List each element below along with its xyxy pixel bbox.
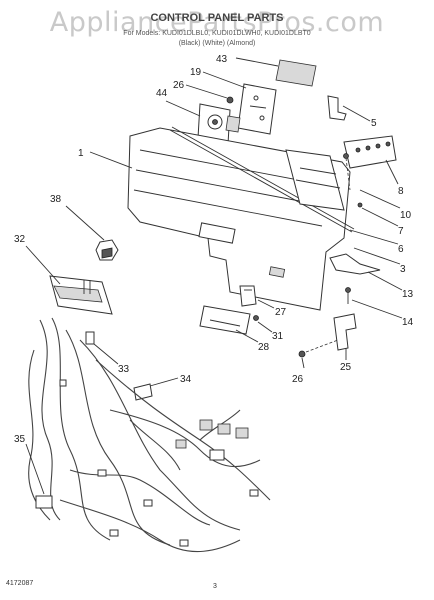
callout-19: 19 <box>190 67 202 78</box>
callout-32: 32 <box>14 234 26 245</box>
footer-page-number: 3 <box>213 583 217 590</box>
part-26-screw-lower <box>298 350 306 358</box>
callout-1: 1 <box>78 148 84 159</box>
callout-7: 7 <box>398 226 404 237</box>
callout-38: 38 <box>50 194 62 205</box>
part-19-bracket <box>237 83 277 135</box>
part-26-screw-upper <box>226 96 234 104</box>
part-14-screw <box>345 287 351 304</box>
part-34-clip <box>133 383 153 401</box>
part-44-timer <box>197 103 241 145</box>
callout-3: 3 <box>400 264 406 275</box>
callout-25: 25 <box>340 362 352 373</box>
watermark: AppliancePartsPros.com <box>50 7 384 38</box>
color-list: (Black) (White) (Almond) <box>179 40 256 47</box>
part-25-bracket <box>333 313 357 351</box>
diagram-title: CONTROL PANEL PARTS <box>150 12 283 24</box>
callout-6: 6 <box>398 244 404 255</box>
part-31-screw <box>253 315 259 321</box>
callout-13: 13 <box>402 289 414 300</box>
callout-8: 8 <box>398 186 404 197</box>
callout-5: 5 <box>371 118 377 129</box>
callout-43: 43 <box>216 54 228 65</box>
callout-33: 33 <box>118 364 130 375</box>
callout-35: 35 <box>14 434 26 445</box>
callout-28: 28 <box>258 342 270 353</box>
callout-31: 31 <box>272 331 284 342</box>
callout-26-upper: 26 <box>173 80 185 91</box>
callout-14: 14 <box>402 317 414 328</box>
callout-34: 34 <box>180 374 192 385</box>
part-43-pad <box>275 59 317 87</box>
model-list: For Models: KUDI01DLBL0, KUDI01DLWH0, KU… <box>123 30 310 37</box>
part-28-plate <box>199 305 251 335</box>
part-7-screw <box>357 202 363 208</box>
part-27-button <box>239 285 257 307</box>
part-3-latch <box>329 253 381 275</box>
part-6-rod <box>169 126 355 233</box>
part-10-bracket <box>285 149 351 211</box>
part-35-wiring-harness <box>28 317 271 553</box>
part-32-cover <box>49 275 113 315</box>
part-33-connector <box>85 331 95 345</box>
callout-27: 27 <box>275 307 287 318</box>
callout-10: 10 <box>400 210 412 221</box>
part-5-clip <box>327 95 347 121</box>
footer-part-number: 4172087 <box>6 580 33 587</box>
callout-26-lower: 26 <box>292 374 304 385</box>
callout-44: 44 <box>156 88 168 99</box>
part-38-knob <box>95 239 119 261</box>
part-8-switch <box>343 135 397 169</box>
